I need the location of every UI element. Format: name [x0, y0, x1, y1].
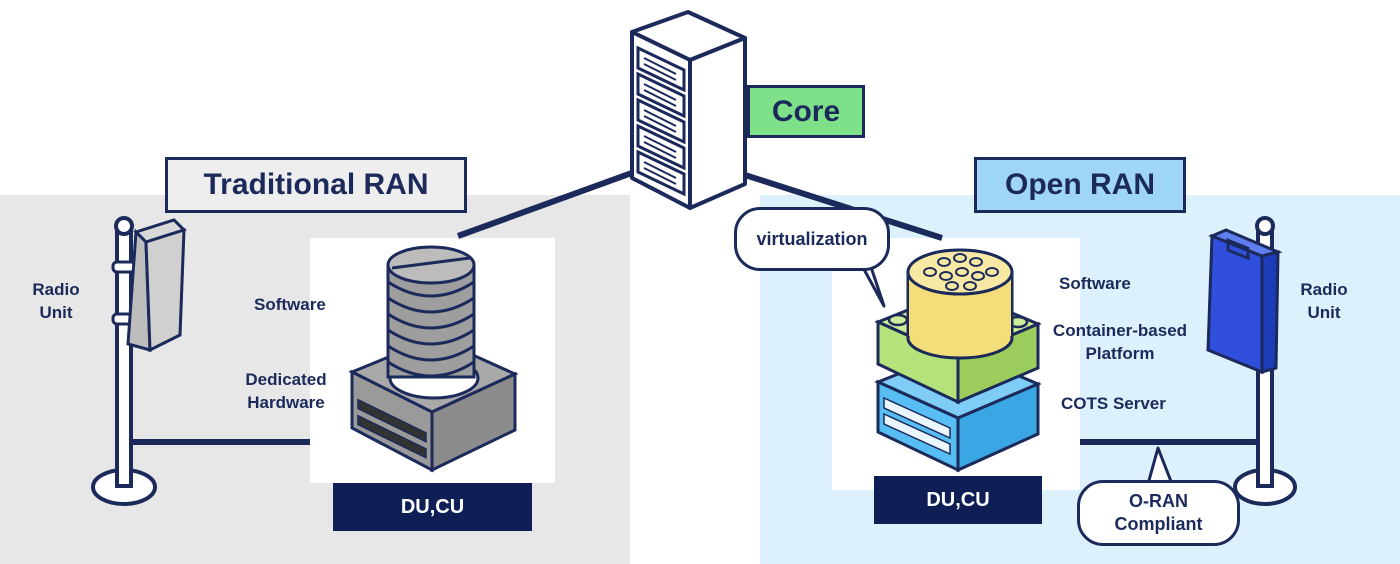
traditional-software-label: Software [254, 295, 326, 314]
virtualization-bubble: virtualization [734, 207, 890, 271]
traditional-radio-unit-icon [91, 216, 187, 506]
open-software-label: Software [1059, 274, 1131, 293]
software-coil-icon [386, 245, 476, 379]
open-radio-unit-icon [1206, 216, 1297, 506]
core-label: Core [747, 85, 865, 138]
open-radio-unit-label: Radio Unit [1300, 280, 1348, 322]
traditional-ran-title: Traditional RAN [165, 157, 467, 213]
core-link-open [744, 172, 943, 241]
traditional-du-cu-label: DU,CU [333, 483, 532, 531]
traditional-radio-unit-label: Radio Unit [32, 280, 80, 322]
core-server-icon [630, 10, 747, 210]
o-ran-bubble-tail [1146, 446, 1174, 486]
open-du-cu-label: DU,CU [874, 476, 1042, 524]
dedicated-hardware-label: Dedicated Hardware [245, 370, 327, 412]
o-ran-compliant-bubble: O-RAN Compliant [1077, 480, 1240, 546]
container-platform-label: Container-based Platform [1052, 321, 1188, 363]
software-block-icon [906, 248, 1014, 360]
core-link-traditional [456, 167, 642, 239]
cots-server-label: COTS Server [1061, 394, 1166, 413]
open-ran-title: Open RAN [974, 157, 1186, 213]
